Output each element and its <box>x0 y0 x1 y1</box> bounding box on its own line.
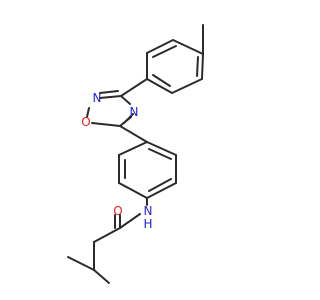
bond <box>120 95 131 105</box>
bond <box>119 213 141 229</box>
bond <box>201 53 204 80</box>
atom-label-amide-n: N <box>144 204 153 218</box>
atom-label-carbonyl-o: O <box>113 204 122 218</box>
bond <box>67 256 95 271</box>
bond <box>86 107 90 118</box>
bond <box>93 269 110 284</box>
molecule-structure: N O N N H O <box>67 24 204 284</box>
bond <box>99 90 119 94</box>
bond <box>93 227 121 243</box>
bond <box>146 39 174 54</box>
bond <box>99 95 122 99</box>
bond <box>196 56 199 77</box>
atom-label-amide-h: H <box>143 217 152 231</box>
bond <box>118 182 148 199</box>
bond <box>152 45 177 58</box>
bonds <box>67 24 204 284</box>
atom-label-oxadiazole-n-right: N <box>130 105 139 119</box>
bond <box>146 182 177 199</box>
bond <box>148 148 172 160</box>
bond <box>172 39 204 55</box>
bond <box>171 78 203 94</box>
atom-labels: N O N N H O <box>81 91 152 231</box>
bond <box>146 78 173 94</box>
bond <box>152 74 171 87</box>
bond <box>119 125 148 143</box>
bond <box>123 113 134 124</box>
bond <box>120 78 148 97</box>
atom-label-oxadiazole-o: O <box>81 115 90 129</box>
atom-label-oxadiazole-n-top: N <box>93 91 102 105</box>
bond <box>148 178 172 192</box>
bond <box>118 141 148 156</box>
bond <box>146 141 177 156</box>
bond <box>91 122 121 127</box>
